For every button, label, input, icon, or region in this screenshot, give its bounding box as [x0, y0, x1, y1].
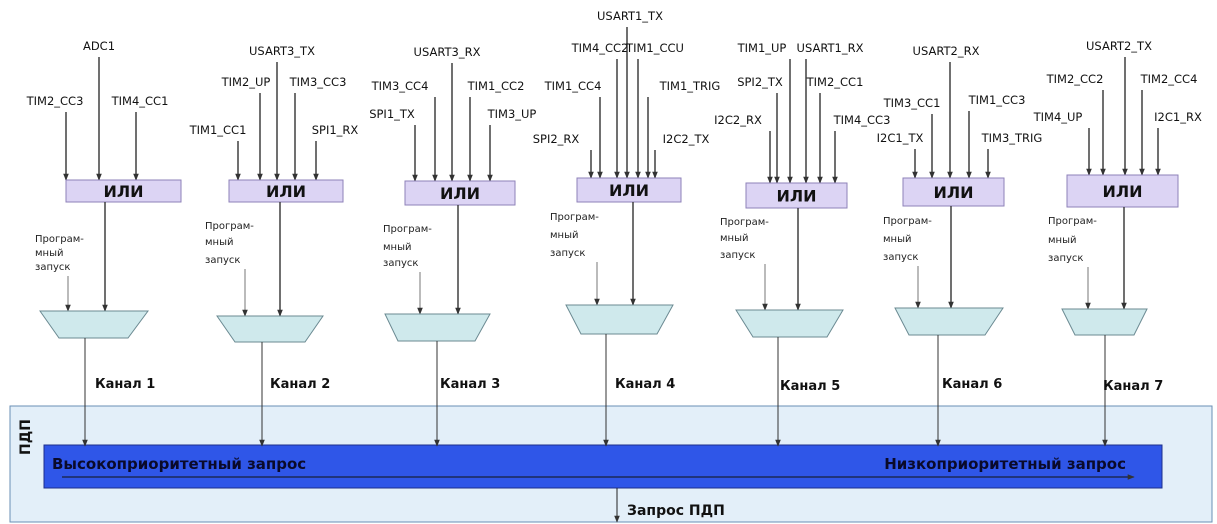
- input-label: TIM1_CC4: [544, 79, 602, 93]
- soft-trigger-label: мный: [205, 237, 233, 248]
- channel-label: Канал 4: [615, 377, 675, 392]
- input-label: TIM1_CC3: [968, 93, 1026, 107]
- soft-trigger-label: Програм-: [205, 221, 254, 232]
- channel-mux: [565, 304, 674, 335]
- soft-trigger-label: Програм-: [550, 212, 599, 223]
- input-label: I2C1_RX: [1154, 110, 1202, 124]
- soft-trigger-label: Програм-: [35, 234, 84, 245]
- priority-bar: [43, 444, 1163, 489]
- or-gate: [745, 182, 848, 209]
- soft-trigger-label: запуск: [883, 252, 918, 263]
- input-label: I2C1_TX: [877, 131, 924, 145]
- input-label: USART1_TX: [597, 9, 663, 23]
- input-label: USART1_RX: [797, 41, 864, 55]
- input-label: TIM1_TRIG: [659, 79, 721, 93]
- or-gate: [65, 179, 182, 203]
- input-label: I2C2_RX: [714, 113, 762, 127]
- input-label: TIM3_TRIG: [981, 131, 1043, 145]
- input-label: TIM4_CC2: [571, 41, 629, 55]
- soft-trigger-label: Програм-: [883, 216, 932, 227]
- soft-trigger-label: мный: [720, 233, 748, 244]
- input-label: SPI1_TX: [369, 107, 415, 121]
- input-label: TIM2_UP: [221, 75, 271, 89]
- output-label: Запрос ПДП: [627, 503, 725, 519]
- channel-label: Канал 2: [270, 377, 330, 392]
- input-label: TIM2_CC4: [1140, 72, 1198, 86]
- soft-trigger-label: мный: [1048, 235, 1076, 246]
- channel-6: I2C1_TX TIM3_CC1 USART2_RX TIM1_CC3TIM3_TRI…: [877, 44, 1043, 447]
- input-label: SPI2_TX: [737, 75, 783, 89]
- input-label: I2C2_TX: [663, 132, 710, 146]
- channel-mux: [39, 310, 149, 339]
- soft-trigger-label: мный: [35, 248, 63, 259]
- channel-label: Канал 3: [440, 377, 500, 392]
- or-gate: [576, 177, 682, 203]
- input-label: USART3_TX: [249, 44, 315, 58]
- channel-label: Канал 6: [942, 377, 1002, 392]
- channel-mux: [735, 309, 844, 338]
- or-gate-label: ИЛИ: [103, 182, 143, 201]
- high-priority-label: Высокоприоритетный запрос: [52, 455, 306, 473]
- input-label: TIM3_CC4: [371, 79, 429, 93]
- channel-mux: [1061, 308, 1148, 336]
- input-label: TIM1_CC1: [189, 123, 247, 137]
- input-label: SPI2_RX: [533, 132, 580, 146]
- soft-trigger-label: запуск: [205, 255, 240, 266]
- input-label: USART2_RX: [913, 44, 980, 58]
- input-label: TIM4_CC1: [111, 94, 169, 108]
- soft-trigger-label: запуск: [550, 248, 585, 259]
- channel-5: I2C2_RX SPI2_TX TIM1_UP USART1_RX TIM2_CC1TI…: [714, 41, 891, 447]
- or-gate: [1066, 174, 1179, 208]
- dma-block-label: ПДП: [18, 419, 34, 455]
- input-label: TIM2_CC1: [806, 75, 864, 89]
- low-priority-label: Низкоприоритетный запрос: [884, 455, 1126, 473]
- or-gate-label: ИЛИ: [776, 187, 816, 206]
- input-label: USART3_RX: [414, 45, 481, 59]
- or-gate: [902, 177, 1005, 207]
- input-label: TIM3_CC1: [883, 96, 941, 110]
- input-label: TIM3_CC3: [289, 75, 347, 89]
- or-gate-label: ИЛИ: [933, 183, 973, 202]
- input-label: TIM1_UP: [737, 41, 787, 55]
- input-label: TIM1_CCU: [625, 41, 684, 55]
- input-label: USART2_TX: [1086, 39, 1152, 53]
- or-gate-label: ИЛИ: [266, 182, 306, 201]
- soft-trigger-label: запуск: [383, 258, 418, 269]
- channel-mux: [216, 315, 324, 343]
- soft-trigger-label: запуск: [1048, 253, 1083, 264]
- or-gate-label: ИЛИ: [440, 184, 480, 203]
- input-label: TIM2_CC2: [1046, 72, 1104, 86]
- channel-label: Канал 1: [95, 377, 155, 392]
- soft-trigger-label: Програм-: [720, 217, 769, 228]
- input-label: TIM4_UP: [1033, 110, 1083, 124]
- soft-trigger-label: Програм-: [383, 224, 432, 235]
- channel-label: Канал 5: [780, 379, 840, 394]
- soft-trigger-label: мный: [550, 230, 578, 241]
- input-label: TIM1_CC2: [467, 79, 525, 93]
- or-gate-label: ИЛИ: [609, 181, 649, 200]
- soft-trigger-label: мный: [883, 234, 911, 245]
- soft-trigger-label: Програм-: [1048, 216, 1097, 227]
- channel-mux: [894, 307, 1004, 336]
- or-gate: [404, 180, 516, 206]
- soft-trigger-label: запуск: [720, 250, 755, 261]
- soft-trigger-label: запуск: [35, 262, 70, 273]
- channel-4: SPI2_RX TIM1_CC4 TIM4_CC2 USART1_TX TIM1_CCU…: [533, 9, 721, 447]
- or-gate-label: ИЛИ: [1102, 182, 1142, 201]
- input-label: TIM2_CC3: [26, 94, 84, 108]
- channel-label: Канал 7: [1103, 379, 1163, 394]
- channel-mux: [384, 313, 491, 342]
- input-label: ADC1: [83, 39, 115, 53]
- or-gate: [228, 179, 344, 203]
- input-label: TIM4_CC3: [833, 113, 891, 127]
- soft-trigger-label: мный: [383, 242, 411, 253]
- input-label: SPI1_RX: [312, 123, 359, 137]
- input-label: TIM3_UP: [487, 107, 537, 121]
